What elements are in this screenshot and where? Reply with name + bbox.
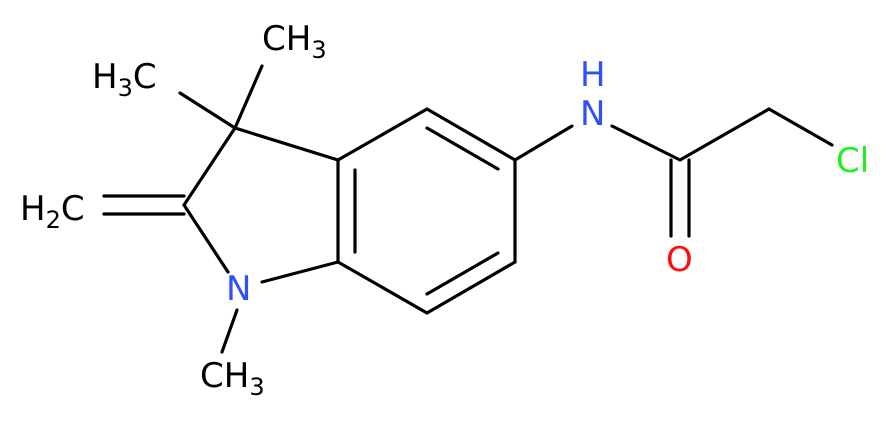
atom-labels: CH3 H3C H2C N CH3 H N O Cl [20, 19, 869, 401]
carbonyl-oxygen-label: O [666, 240, 693, 280]
bonds [102, 64, 834, 354]
bond-c5-nh [513, 124, 574, 162]
bond-c3-methyl-top [233, 64, 264, 130]
methyl-n-label: CH3 [200, 356, 265, 401]
bond-nh-carbonyl [610, 124, 682, 162]
bond-carbonyl-ch2 [678, 107, 771, 162]
amide-hydrogen-label: H [580, 55, 606, 95]
bond-c6-c7-inner [425, 251, 500, 296]
bond-c3-methyl-left [178, 91, 237, 130]
bond-c3-c2 [182, 126, 237, 207]
methyl-c3-top-label: CH3 [262, 19, 327, 64]
bond-c4-c5 [425, 107, 517, 162]
methyl-c3-left-label: H3C [92, 57, 157, 102]
amide-nitrogen-label: N [580, 94, 605, 134]
bond-c3a-c3 [233, 126, 340, 162]
bond-c6-c7 [425, 260, 517, 315]
bond-c4-c5-inner [425, 126, 500, 171]
methylidene-label: H2C [20, 189, 85, 234]
bond-ch2-cl [767, 107, 834, 147]
bond-n1-methyl [220, 308, 239, 354]
bond-c7-c7a [336, 260, 429, 315]
bond-c2-n1 [182, 203, 230, 274]
bond-n1-c7a [260, 260, 340, 284]
chlorine-label: Cl [836, 141, 869, 181]
bond-c3a-c4 [336, 107, 429, 162]
ring-nitrogen-label: N [226, 269, 251, 309]
